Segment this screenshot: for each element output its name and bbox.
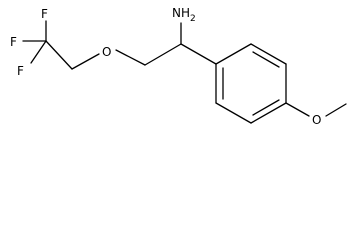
bond-ch-ring	[180, 43, 217, 65]
bond-ring-o	[285, 102, 310, 117]
bond-cf3-ch2	[45, 40, 73, 70]
fluorine-left-label: F	[10, 35, 17, 49]
ring-double-bond-b	[252, 99, 280, 116]
fluorine-bottom-label: F	[17, 64, 24, 78]
fluorine-top-label: F	[41, 7, 48, 21]
bond-o-ch3	[325, 103, 347, 117]
ring-double-bond-a	[252, 51, 280, 68]
bond-ch2-o	[71, 53, 100, 70]
bonds	[22, 20, 347, 124]
chemical-structure: F F F O NH2 O	[10, 6, 347, 127]
amine-label: NH2	[172, 6, 196, 24]
ring-bond-2	[250, 43, 287, 65]
bond-ch2-ch	[144, 43, 182, 66]
ring-bond-1	[215, 43, 252, 65]
ether-oxygen-label: O	[102, 45, 111, 59]
methoxy-oxygen-label: O	[312, 113, 321, 127]
ring-bond-5	[215, 102, 252, 124]
ring-bond-4	[250, 102, 287, 124]
bond-o-ch2	[115, 49, 146, 66]
bond-cf3-f-bottom	[30, 40, 47, 64]
atom-labels: F F F O NH2 O	[10, 6, 321, 127]
